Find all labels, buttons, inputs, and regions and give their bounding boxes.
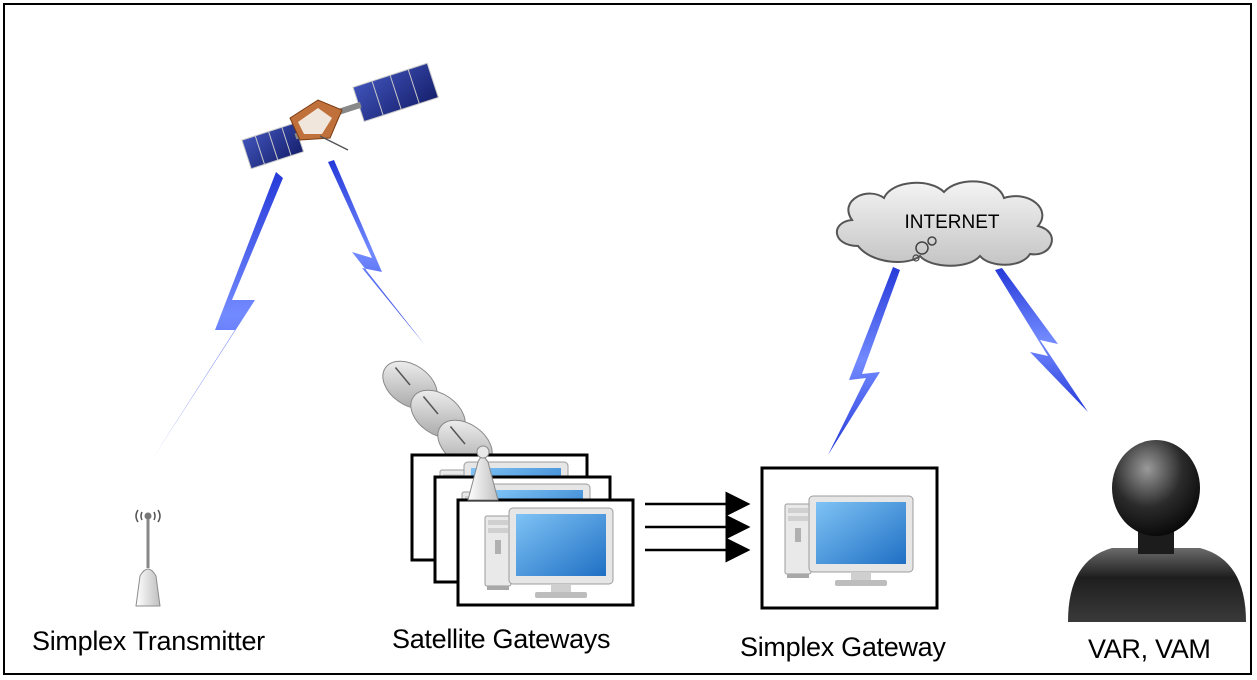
internet-label: INTERNET — [905, 212, 1000, 233]
simplex-gateway-box — [760, 466, 939, 610]
diagram-frame — [3, 3, 1252, 675]
bolt-transmitter-satellite — [153, 172, 283, 458]
label-simplex-transmitter: Simplex Transmitter — [32, 626, 265, 656]
label-var-vam: VAR, VAM — [1088, 634, 1211, 664]
internet-cloud-icon — [835, 180, 1053, 267]
satellite-gateway-stack — [410, 453, 635, 607]
transmitter-icon — [135, 509, 161, 607]
satellite-icon — [241, 62, 439, 170]
label-satellite-gateways: Satellite Gateways — [392, 624, 611, 654]
label-simplex-gateway: Simplex Gateway — [740, 632, 946, 662]
data-arrows — [645, 491, 751, 563]
user-icon — [1068, 440, 1246, 622]
bolt-gateway-internet — [828, 267, 900, 455]
bolt-internet-user — [995, 268, 1088, 412]
gateway-antenna-icon — [467, 445, 499, 501]
bolt-satellite-gateways — [328, 160, 425, 345]
